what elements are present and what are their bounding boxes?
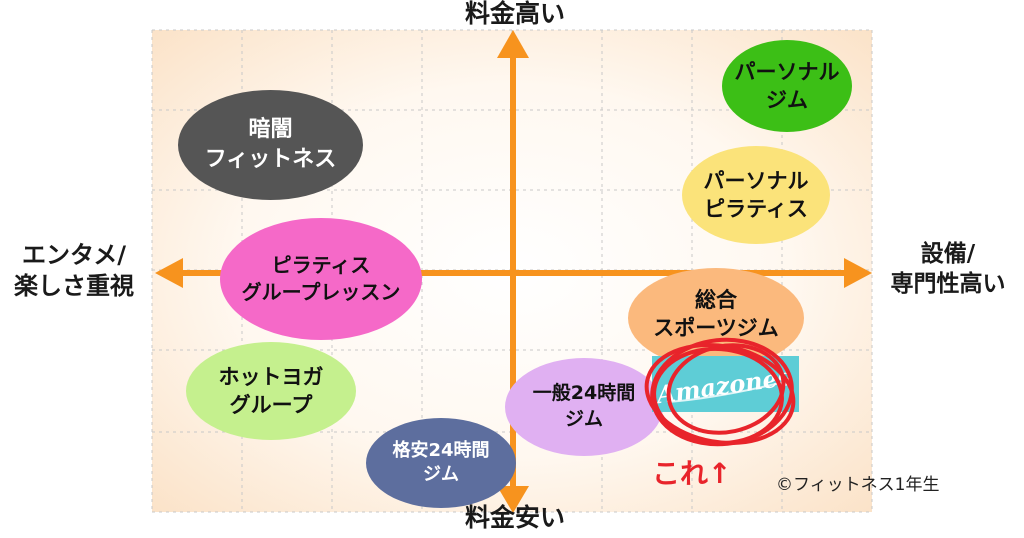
cluster-pilates-group-lesson: ピラティス グループレッスン	[220, 218, 422, 340]
axis-top-label: 料金高い	[464, 0, 565, 28]
cluster-sports-gym: 総合 スポーツジム	[628, 268, 804, 368]
cluster-label: グループ	[229, 393, 313, 417]
arrow-up	[497, 30, 529, 58]
cluster-label: ジム	[423, 464, 459, 485]
cluster-personal-pilates: パーソナル ピラティス	[682, 146, 830, 244]
axis-right-line2: 専門性高い	[890, 270, 1006, 297]
axis-left-line2: 楽しさ重視	[14, 272, 134, 301]
cluster-label: ピラティス	[271, 253, 371, 277]
cluster-personal-gym: パーソナル ジム	[722, 40, 852, 132]
axis-right-line1: 設備/	[920, 241, 976, 267]
arrow-down	[497, 486, 529, 513]
cluster-label: ホットヨガ	[218, 364, 324, 389]
cluster-label: フィットネス	[204, 147, 337, 172]
cluster-label: パーソナル	[734, 59, 840, 84]
cluster-cheap-24h-gym: 格安24時間 ジム	[366, 418, 516, 508]
cluster-label: パーソナル	[703, 168, 809, 193]
axis-right-label: 設備/ 専門性高い	[872, 240, 1024, 300]
axis-bottom-label: 料金安い	[464, 503, 565, 532]
cluster-hot-yoga-group: ホットヨガ グループ	[186, 342, 356, 440]
credit-text: ©フィットネス1年生	[776, 475, 940, 495]
axis-left-label: エンタメ/ 楽しさ重視	[0, 240, 148, 302]
cluster-label: ジム	[564, 408, 603, 430]
cluster-label: ピラティス	[704, 197, 808, 221]
cluster-label: 総合	[695, 287, 737, 312]
cluster-label: 格安24時間	[392, 439, 490, 461]
cluster-dark-fitness: 暗闇 フィットネス	[178, 90, 363, 200]
cluster-label: ジム	[766, 88, 808, 112]
cluster-general-24h-gym: 一般24時間 ジム	[505, 358, 663, 456]
axis-left-line1: エンタメ/	[21, 241, 127, 269]
arrow-right	[844, 258, 872, 288]
arrow-left	[155, 258, 183, 288]
cluster-label: グループレッスン	[241, 280, 401, 304]
cluster-label: 暗闇	[248, 117, 293, 143]
cluster-label: スポーツジム	[653, 316, 779, 340]
cluster-label: 一般24時間	[532, 382, 636, 405]
